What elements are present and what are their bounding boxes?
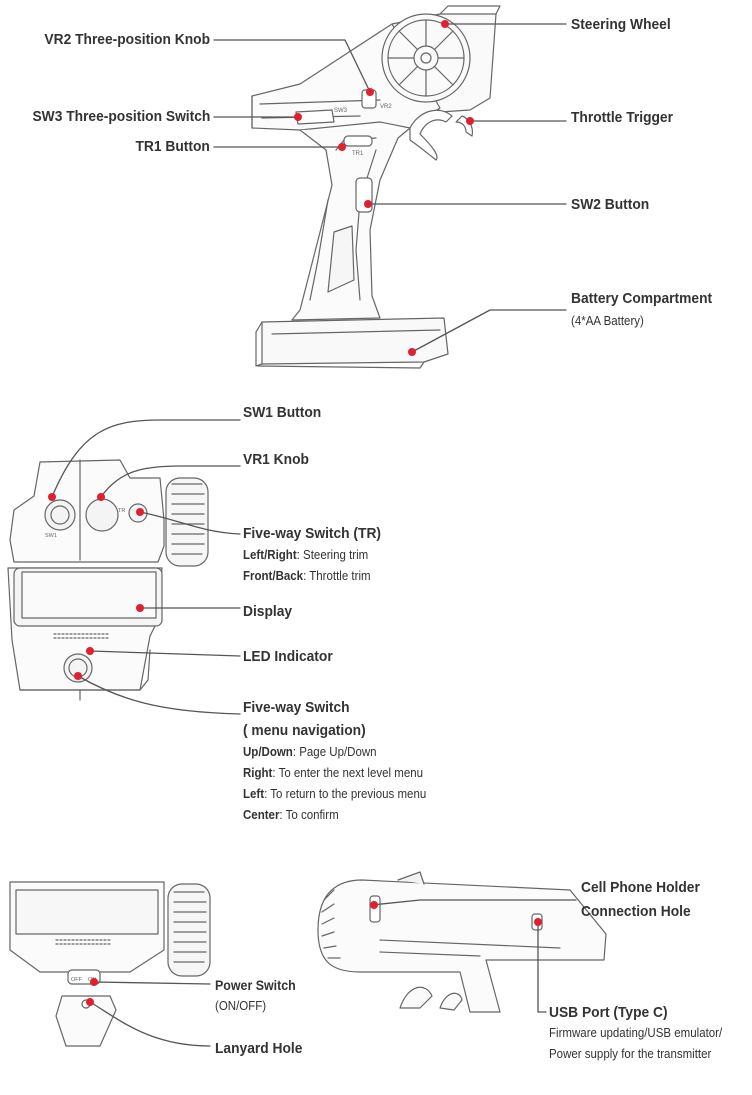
label-display: Display bbox=[243, 603, 293, 620]
label-sw2-button: SW2 Button bbox=[571, 196, 650, 213]
usb-subtext: Firmware updating/USB emulator/ Power su… bbox=[549, 1023, 722, 1065]
power-subtext: (ON/OFF) bbox=[215, 999, 267, 1013]
nav-dot bbox=[74, 672, 82, 680]
tr-dot bbox=[136, 508, 144, 516]
tr1-dot bbox=[338, 143, 346, 151]
sw1-dot bbox=[48, 493, 56, 501]
steering-dot bbox=[441, 20, 449, 28]
sw2-dot bbox=[364, 200, 372, 208]
phone-holder-dot bbox=[370, 901, 378, 909]
steering-wheel-drawing bbox=[381, 13, 471, 103]
off-mark: OFF bbox=[71, 977, 83, 983]
side-view-illustration: VR2 SW3 TR1 bbox=[251, 5, 501, 369]
marker-dots bbox=[48, 20, 542, 1006]
nav-desc-row: Center: To confirm bbox=[243, 808, 339, 822]
leader-lines bbox=[51, 23, 577, 1047]
label-five-way-nav-sub: ( menu navigation) bbox=[243, 722, 366, 739]
power-dot bbox=[90, 978, 98, 986]
led-dot bbox=[86, 647, 94, 655]
label-phone-holder-2: Connection Hole bbox=[581, 903, 691, 920]
tr-desc-row: Left/Right: Steering trim bbox=[243, 548, 369, 562]
label-sw3-switch: SW3 Three-position Switch bbox=[32, 108, 210, 125]
bottom-view-right-illustration bbox=[317, 871, 607, 1013]
usb-subtext-line-2: Power supply for the transmitter bbox=[549, 1047, 712, 1061]
label-vr1-knob: VR1 Knob bbox=[243, 451, 309, 468]
vr2-mark: VR2 bbox=[380, 104, 392, 110]
lanyard-dot bbox=[86, 998, 94, 1006]
display-dot bbox=[136, 604, 144, 612]
tr1-mark: TR1 bbox=[352, 151, 364, 157]
label-power-switch: Power Switch bbox=[215, 978, 296, 993]
battery-subtext: (4*AA Battery) bbox=[571, 314, 644, 328]
label-five-way-nav: Five-way Switch bbox=[243, 699, 350, 716]
vr1-dot bbox=[97, 493, 105, 501]
vr2-dot bbox=[366, 88, 374, 96]
nav-desc-row: Right: To enter the next level menu bbox=[243, 766, 424, 780]
top-view-illustration: SW1 TR bbox=[7, 459, 209, 701]
tr-desc-row: Front/Back: Throttle trim bbox=[243, 569, 371, 583]
label-five-way-tr: Five-way Switch (TR) bbox=[243, 525, 382, 542]
label-tr1-button: TR1 Button bbox=[135, 138, 210, 155]
label-throttle-trigger: Throttle Trigger bbox=[571, 109, 673, 126]
label-lanyard-hole: Lanyard Hole bbox=[215, 1040, 303, 1057]
tr-description: Left/Right: Steering trim Front/Back: Th… bbox=[243, 545, 371, 587]
sw3-mark: SW3 bbox=[334, 108, 348, 114]
throttle-dot bbox=[466, 117, 474, 125]
usb-dot bbox=[534, 918, 542, 926]
usb-subtext-line-1: Firmware updating/USB emulator/ bbox=[549, 1026, 723, 1040]
label-sw1-button: SW1 Button bbox=[243, 404, 322, 421]
nav-desc-row: Left: To return to the previous menu bbox=[243, 787, 427, 801]
sw1-mark: SW1 bbox=[45, 533, 57, 539]
sw3-dot bbox=[294, 113, 302, 121]
label-phone-holder-1: Cell Phone Holder bbox=[581, 879, 700, 896]
label-battery-compartment: Battery Compartment bbox=[571, 290, 713, 307]
nav-description: Up/Down: Page Up/Down Right: To enter th… bbox=[243, 742, 426, 826]
label-steering-wheel: Steering Wheel bbox=[571, 16, 671, 33]
battery-dot bbox=[408, 348, 416, 356]
label-usb-port: USB Port (Type C) bbox=[549, 1004, 668, 1021]
label-led-indicator: LED Indicator bbox=[243, 648, 333, 665]
tr-mark: TR bbox=[118, 508, 125, 514]
bottom-view-left-illustration: OFF ON bbox=[9, 881, 211, 1047]
nav-desc-row: Up/Down: Page Up/Down bbox=[243, 745, 377, 759]
label-vr2-knob: VR2 Three-position Knob bbox=[44, 31, 210, 48]
